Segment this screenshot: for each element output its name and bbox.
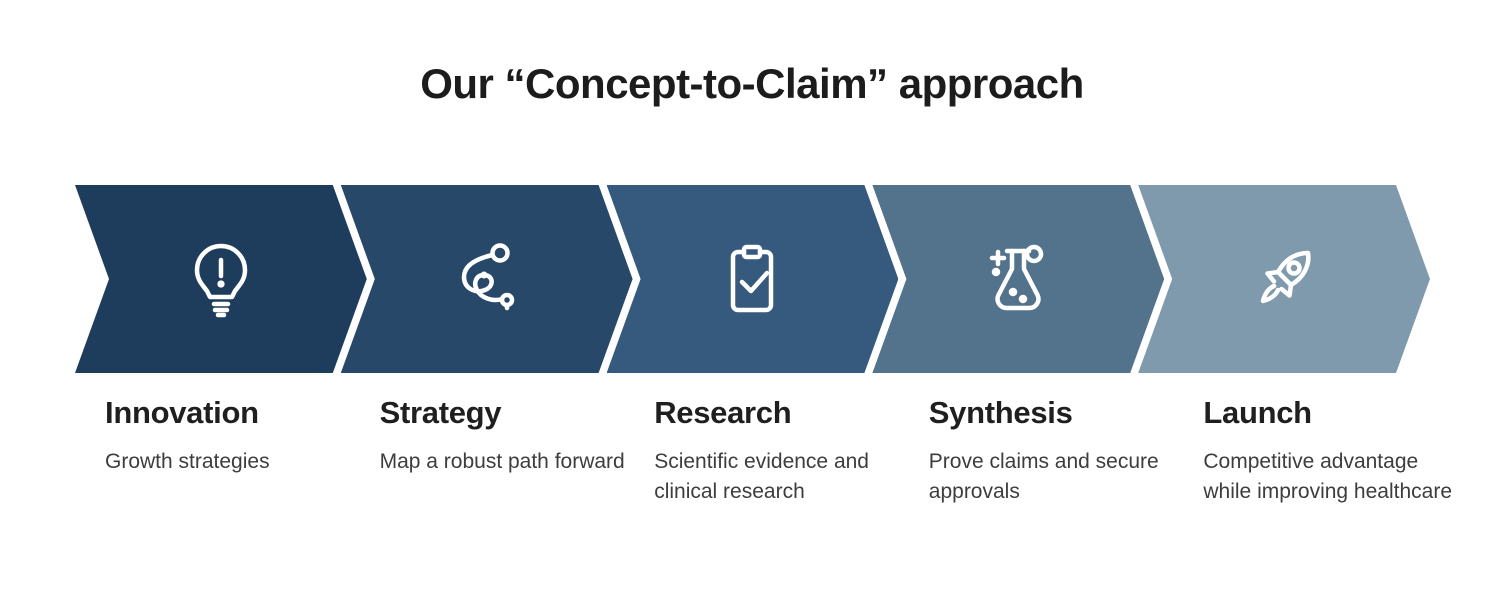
step-description: Scientific evidence and clinical researc…	[654, 450, 869, 503]
step-column-launch: Launch Competitive advantage while impro…	[1173, 395, 1474, 507]
step-description: Map a robust path forward	[379, 450, 625, 473]
route-path-icon	[437, 229, 537, 329]
step-label: Synthesis	[928, 395, 1073, 430]
process-flow	[75, 185, 1430, 373]
clipboard-check-icon	[702, 229, 802, 329]
step-label: Launch	[1203, 395, 1312, 430]
page-title: Our “Concept-to-Claim” approach	[420, 60, 1084, 107]
chevron-step-innovation	[75, 185, 367, 373]
lightbulb-alert-icon	[171, 229, 271, 329]
step-description: Growth strategies	[105, 450, 270, 473]
chevron-step-synthesis	[872, 185, 1164, 373]
step-description: Prove claims and secure approvals	[928, 450, 1159, 503]
chevron-step-strategy	[341, 185, 633, 373]
step-description: Competitive advantage while improving he…	[1203, 450, 1453, 503]
step-column-synthesis: Synthesis Prove claims and secure approv…	[899, 395, 1200, 507]
step-column-innovation: Innovation Growth strategies	[75, 395, 376, 507]
step-column-research: Research Scientific evidence and clinica…	[624, 395, 925, 507]
step-label: Research	[654, 395, 792, 430]
chevron-step-launch	[1138, 185, 1430, 373]
flask-icon	[968, 229, 1068, 329]
chevron-step-research	[607, 185, 899, 373]
step-column-strategy: Strategy Map a robust path forward	[350, 395, 651, 507]
rocket-icon	[1234, 229, 1334, 329]
step-labels-row: Innovation Growth strategies Strategy Ma…	[75, 395, 1474, 507]
step-label: Strategy	[379, 395, 502, 430]
step-label: Innovation	[105, 395, 259, 430]
